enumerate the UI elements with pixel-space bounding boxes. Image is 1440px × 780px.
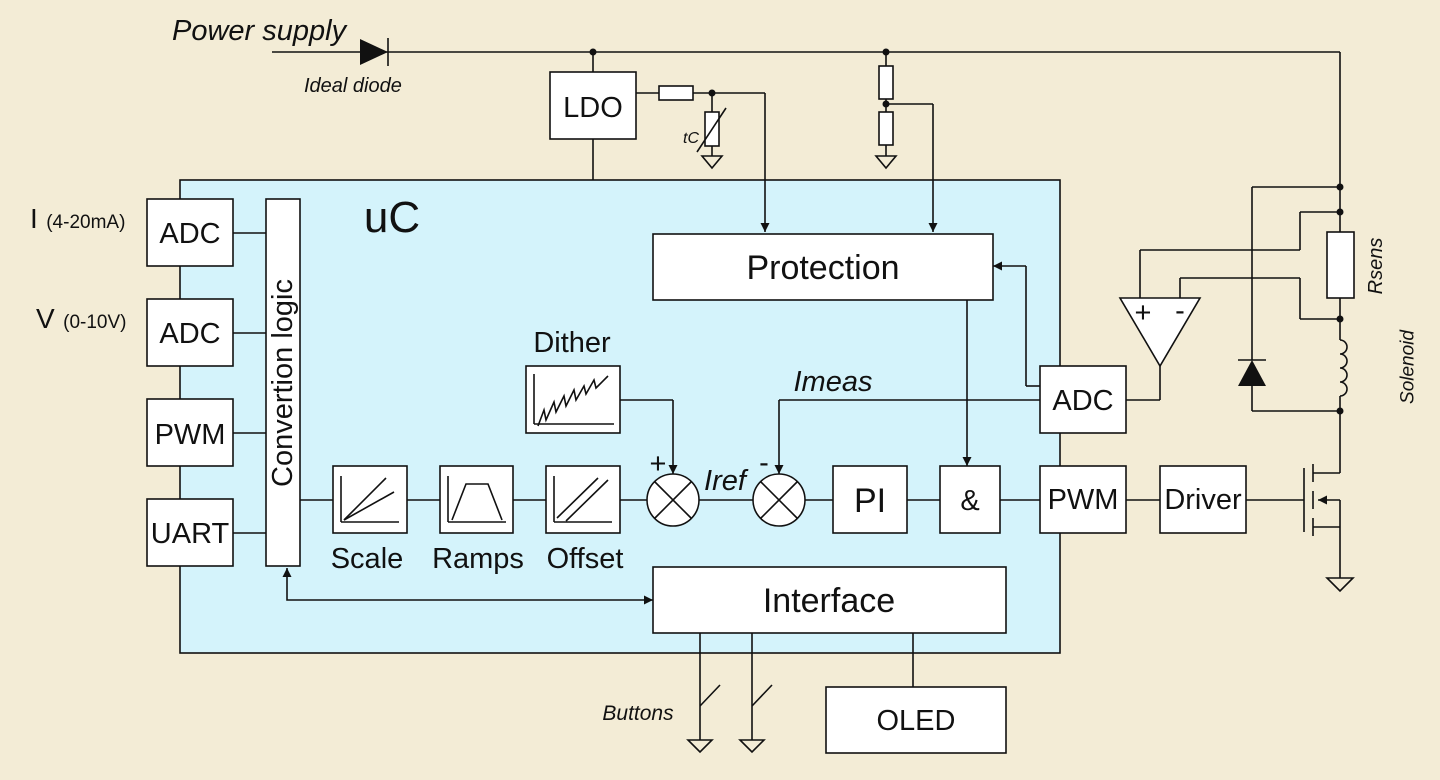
divider-resistor-top bbox=[878, 65, 894, 100]
adc-voltage-label: ADC bbox=[159, 318, 220, 350]
and-block bbox=[939, 465, 1001, 534]
solenoid-coil bbox=[1339, 339, 1348, 397]
uc-label: uC bbox=[364, 193, 420, 242]
summing-junction-ref bbox=[646, 473, 700, 527]
summing-junction-error bbox=[752, 473, 806, 527]
power-supply-label: Power supply bbox=[172, 15, 348, 47]
dither-block bbox=[525, 365, 621, 434]
protection-label: Protection bbox=[746, 249, 899, 287]
adc-current-label: ADC bbox=[159, 218, 220, 250]
oled-block bbox=[825, 686, 1007, 754]
amp-minus: - bbox=[1175, 295, 1185, 327]
imeas-label: Imeas bbox=[794, 366, 873, 398]
button-switch-2 bbox=[738, 633, 773, 754]
pwm-input-label: PWM bbox=[155, 419, 226, 451]
input-v-label: V (0-10V) bbox=[36, 303, 127, 334]
amp-plus: + bbox=[1135, 297, 1152, 329]
ideal-diode-symbol bbox=[360, 38, 389, 66]
scale-label: Scale bbox=[331, 543, 404, 575]
pwm-output-block bbox=[1039, 465, 1127, 534]
pi-block bbox=[832, 465, 908, 534]
button-switch-1 bbox=[686, 633, 721, 754]
ideal-diode-label: Ideal diode bbox=[304, 75, 402, 97]
interface-label: Interface bbox=[763, 582, 895, 620]
ldo-label: LDO bbox=[563, 92, 623, 124]
divider-resistor-bottom bbox=[878, 111, 894, 146]
input-i-label: I (4-20mA) bbox=[30, 203, 125, 234]
rsens-label: Rsens bbox=[1365, 238, 1387, 295]
buttons-label: Buttons bbox=[602, 702, 674, 725]
junction1-plus: + bbox=[650, 448, 667, 480]
conversion-logic-label: Convertion logic bbox=[267, 279, 299, 487]
scale-block bbox=[332, 465, 408, 534]
sense-amplifier bbox=[1118, 297, 1202, 368]
adc-measurement-block bbox=[1039, 365, 1127, 434]
ramps-block bbox=[439, 465, 514, 534]
driver-block bbox=[1159, 465, 1247, 534]
iref-label: Iref bbox=[704, 465, 749, 497]
solenoid-label: Solenoid bbox=[1398, 329, 1419, 404]
ramps-label: Ramps bbox=[432, 543, 524, 575]
dither-label: Dither bbox=[533, 327, 611, 359]
mosfet-transistor bbox=[1246, 460, 1341, 536]
pi-label: PI bbox=[854, 482, 886, 520]
ldo-block bbox=[549, 71, 637, 140]
conversion-logic-block bbox=[265, 198, 301, 567]
offset-block bbox=[545, 465, 621, 534]
freewheel-diode bbox=[1238, 359, 1266, 386]
offset-label: Offset bbox=[547, 543, 624, 575]
adc-current-block bbox=[146, 198, 234, 267]
rsens-resistor bbox=[1326, 231, 1355, 299]
interface-block bbox=[652, 566, 1007, 634]
and-label: & bbox=[960, 485, 979, 517]
ldo-resistor bbox=[658, 85, 694, 101]
pwm-input-block bbox=[146, 398, 234, 467]
driver-label: Driver bbox=[1164, 484, 1242, 516]
adc-measurement-label: ADC bbox=[1052, 385, 1113, 417]
junction2-minus: - bbox=[759, 447, 769, 479]
oled-label: OLED bbox=[877, 705, 956, 737]
uart-label: UART bbox=[151, 518, 230, 550]
pwm-output-label: PWM bbox=[1048, 484, 1119, 516]
thermistor-label: tC bbox=[683, 130, 699, 147]
